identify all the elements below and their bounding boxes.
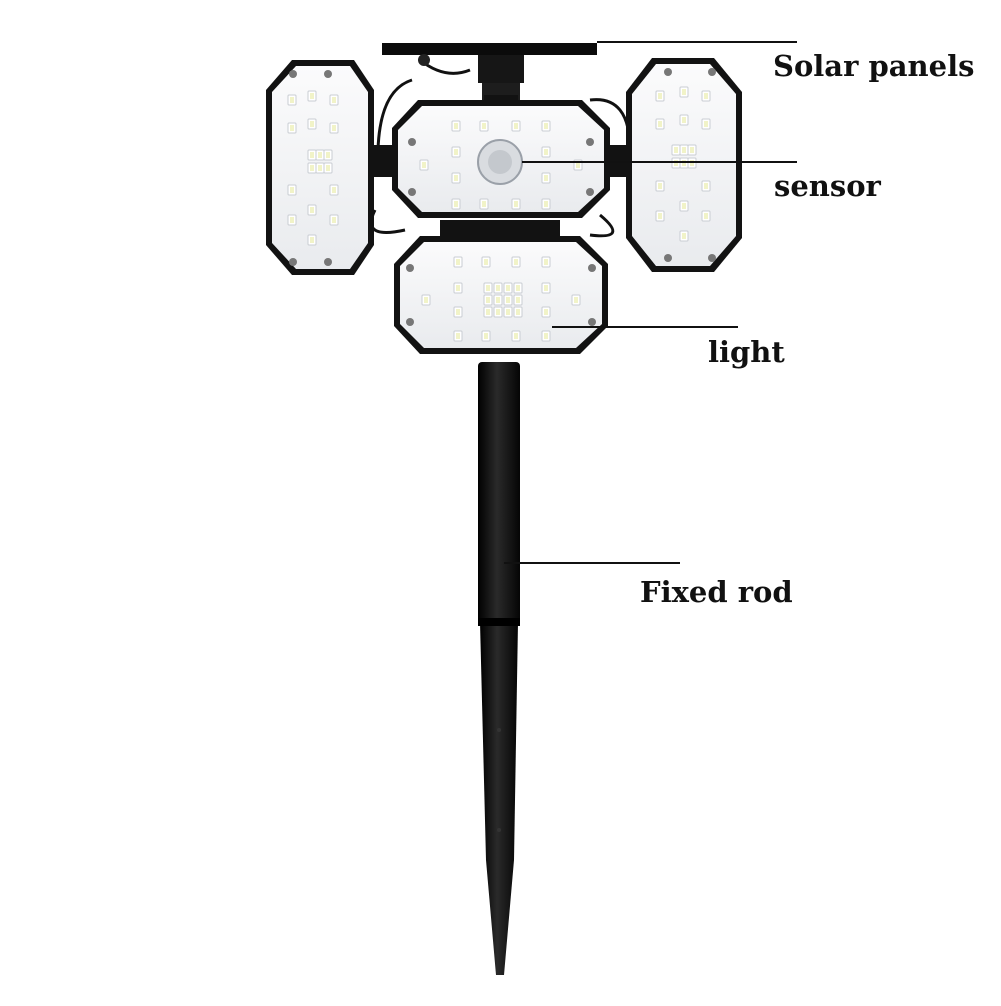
main-light-panel xyxy=(394,236,608,354)
leader-lines xyxy=(504,41,797,564)
fixed-rod-label: Fixed rod xyxy=(640,575,793,609)
solar-panels-label: Solar panels xyxy=(773,49,975,83)
solar-panel xyxy=(382,43,597,103)
left-light-panel xyxy=(266,60,374,275)
light-label: light xyxy=(708,335,785,369)
sensor-label: sensor xyxy=(774,169,881,203)
fixed-rod xyxy=(478,362,520,975)
right-light-panel xyxy=(626,58,742,272)
sensor-light-panel xyxy=(392,100,610,218)
